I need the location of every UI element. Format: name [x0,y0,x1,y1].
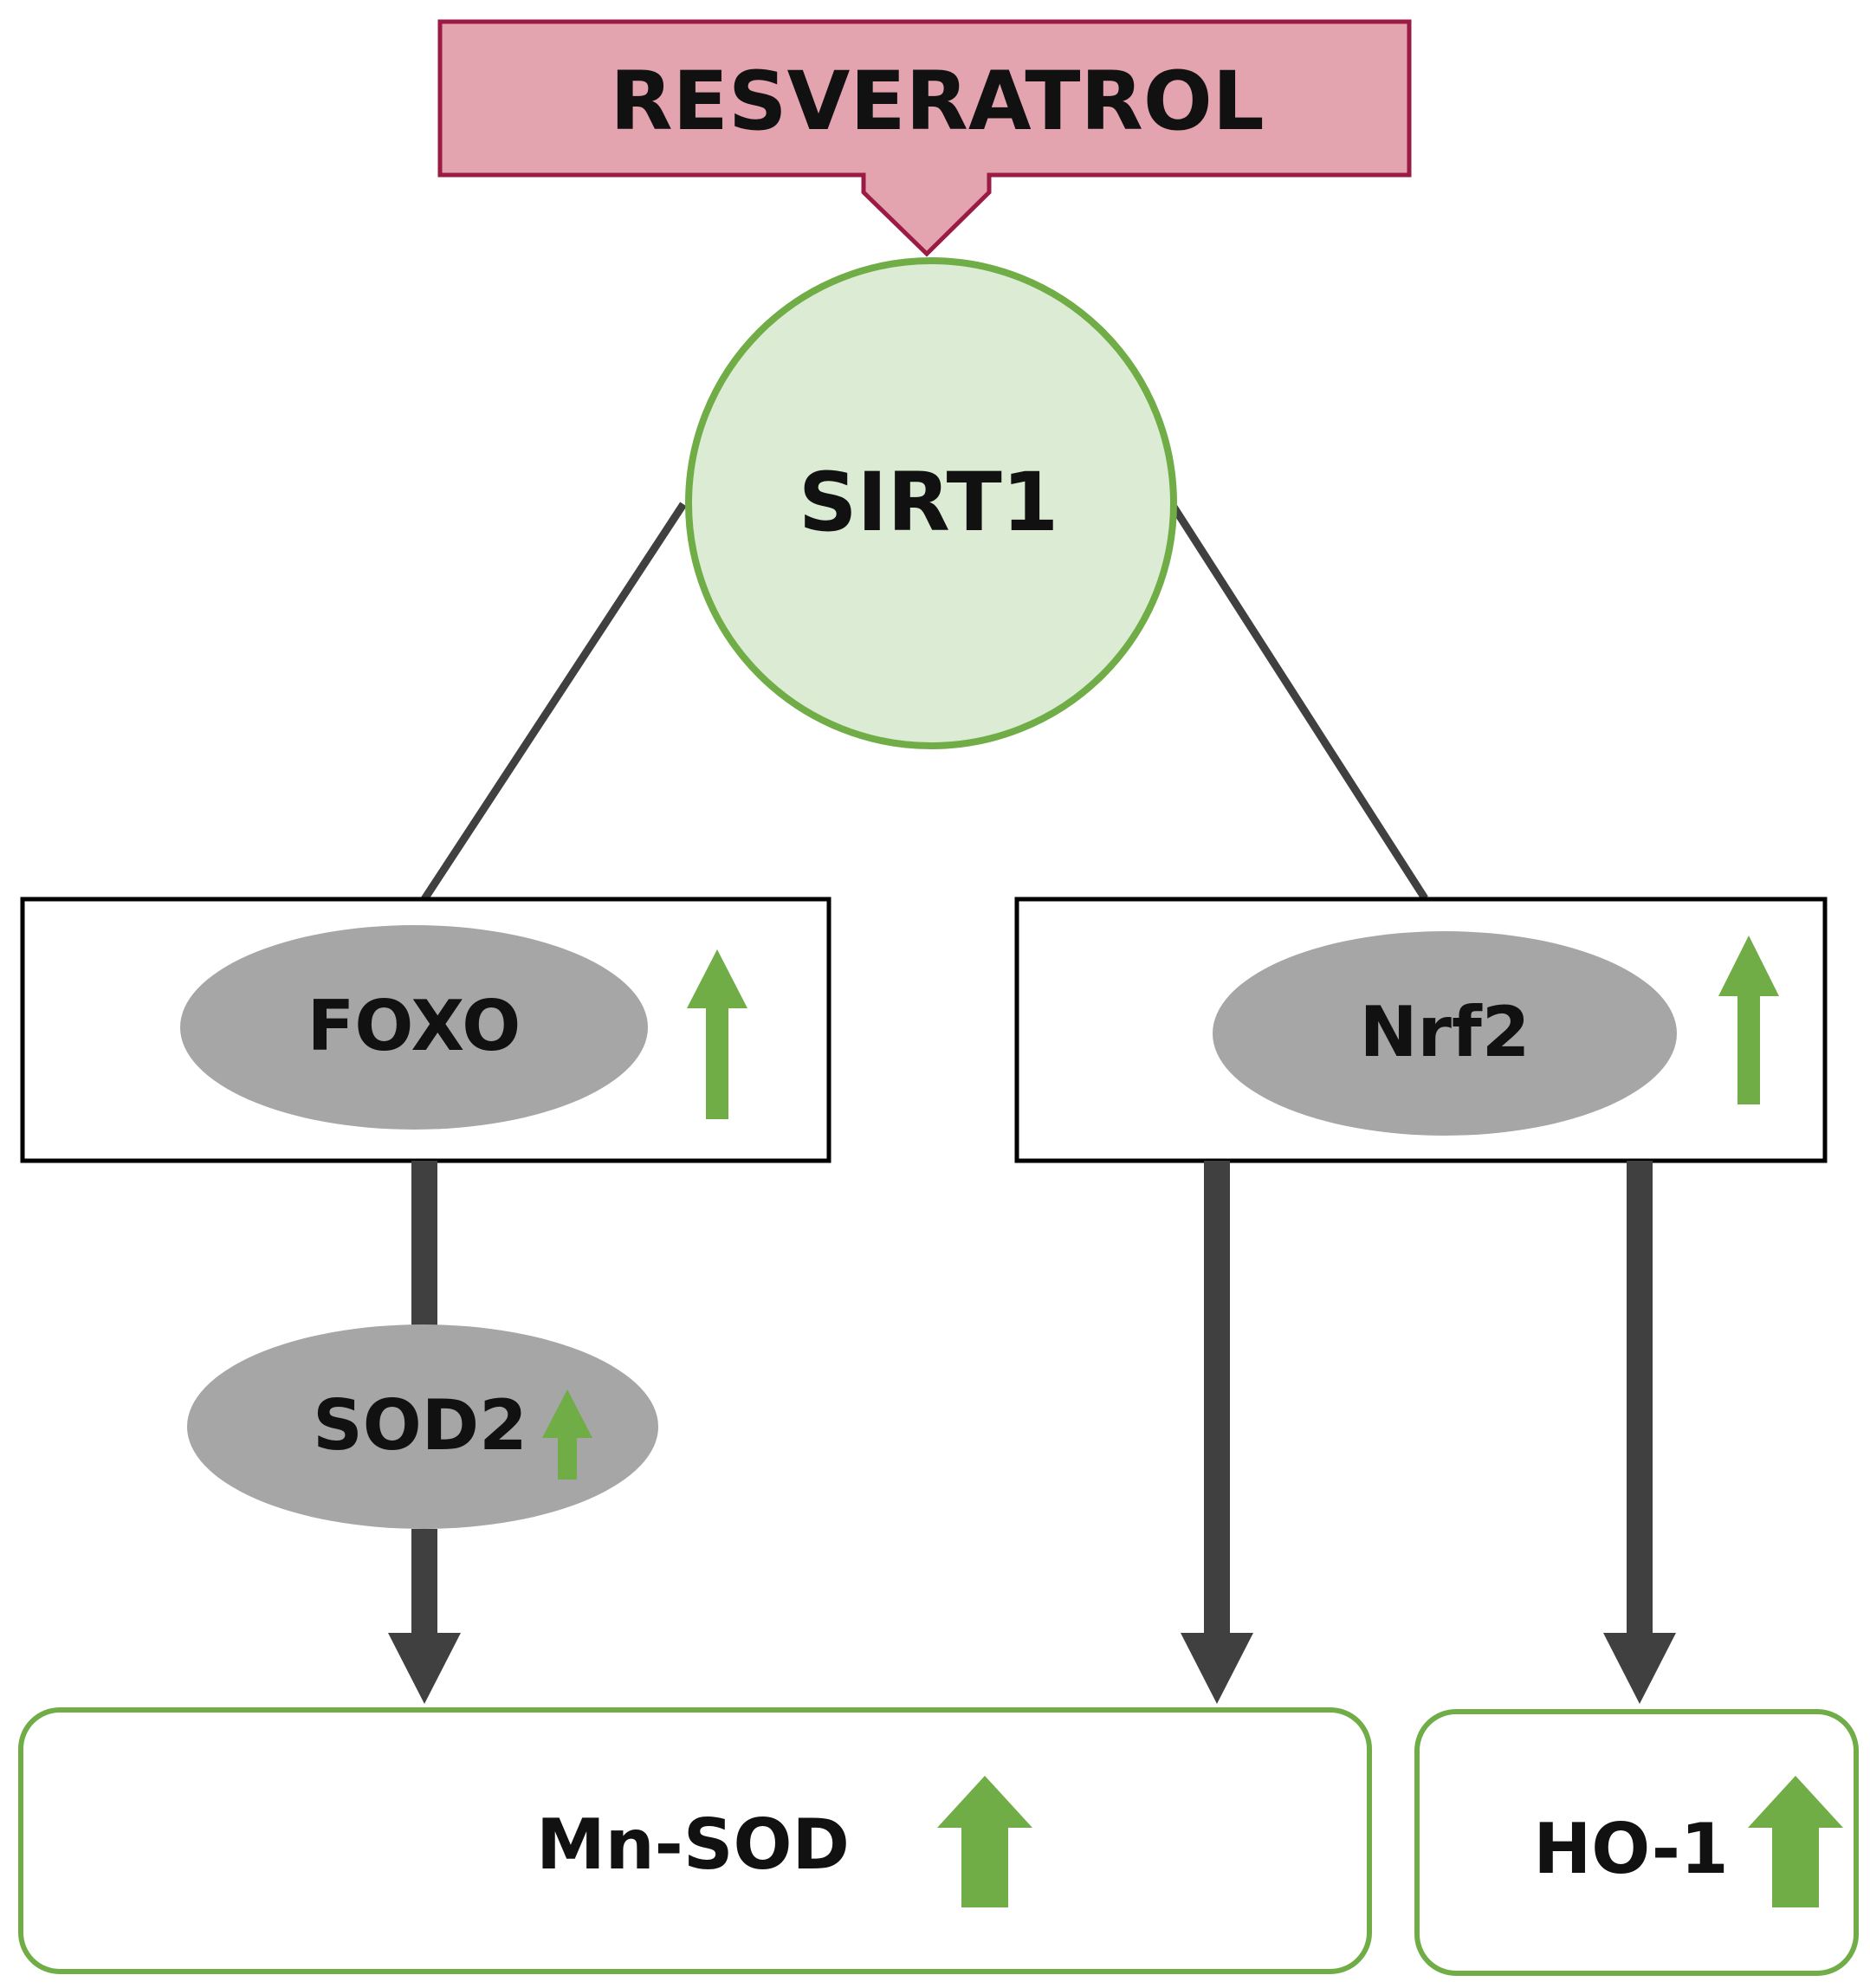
sirt1-circle [685,257,1177,749]
mnsod-box: Mn-SOD [18,1707,1372,1974]
up-arrow-icon [1748,1776,1843,1907]
foxo-box: FOXO [20,897,831,1163]
ho1-label: HO-1 [1533,1809,1728,1889]
sirt1-nrf2-connector [1170,504,1428,901]
up-arrow-icon [1718,936,1779,1104]
resveratrol-node: RESVERATROL [437,19,1412,257]
sirt1-foxo-connector [421,502,687,902]
resveratrol-label: RESVERATROL [610,55,1264,149]
resveratrol-banner-shape [437,19,1412,257]
ho1-box-frame [1414,1709,1859,1976]
sod2-ellipse [187,1324,658,1529]
up-arrow-icon [542,1389,592,1480]
foxo-label: FOXO [307,986,521,1066]
up-arrow-icon [937,1776,1032,1907]
sod2-label: SOD2 [313,1385,527,1466]
sod2-mnsod-arrowhead [388,1633,461,1704]
mnsod-label: Mn-SOD [536,1804,850,1885]
sod2-node: SOD2 [187,1324,658,1529]
ho1-box: HO-1 [1414,1709,1859,1976]
nrf2-mnsod-arrowhead [1181,1633,1253,1704]
nrf2-ellipse [1213,931,1677,1136]
mnsod-box-frame [18,1707,1372,1974]
nrf2-ho1-arrowhead [1603,1633,1676,1704]
up-arrow-icon [687,949,747,1119]
sirt1-node: SIRT1 [685,257,1177,749]
foxo-ellipse [180,925,648,1130]
nrf2-box: Nrf2 [1014,897,1828,1163]
nrf2-label: Nrf2 [1360,992,1530,1072]
sirt1-label: SIRT1 [799,456,1058,550]
